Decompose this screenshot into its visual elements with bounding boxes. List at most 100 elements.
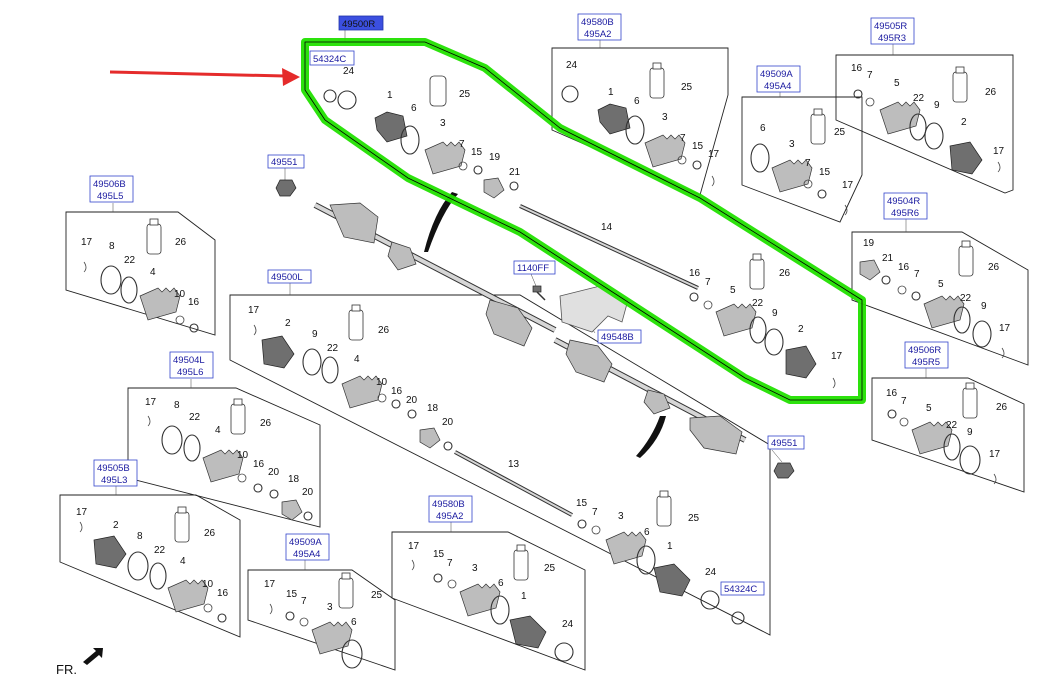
code-49551-top[interactable]: 49551 bbox=[271, 157, 297, 168]
code-49500l[interactable]: 49500L bbox=[271, 272, 303, 283]
code-495a4-bottom[interactable]: 495A4 bbox=[293, 549, 320, 560]
ref-number: 17 bbox=[842, 180, 854, 191]
code-box-49506b[interactable] bbox=[89, 175, 134, 203]
main-code-box[interactable] bbox=[338, 15, 384, 31]
ref-number: 25 bbox=[834, 127, 846, 138]
code-box-49506r[interactable] bbox=[904, 341, 949, 369]
code-box-49509a-bottom[interactable] bbox=[285, 533, 330, 561]
code-49548b[interactable]: 49548B bbox=[601, 332, 634, 343]
ref-number: 16 bbox=[898, 262, 910, 273]
kit-49506b-parts bbox=[83, 218, 199, 333]
code-box-49580b-top[interactable] bbox=[577, 13, 622, 41]
ref-number: 17 bbox=[708, 149, 720, 160]
code-495a2-bottom[interactable]: 495A2 bbox=[436, 511, 463, 522]
fr-arrow-icon bbox=[83, 648, 103, 665]
kit-49506r-parts bbox=[887, 382, 997, 485]
code-49504r[interactable]: 49504R bbox=[887, 196, 920, 207]
code-54324c[interactable]: 54324C bbox=[313, 54, 346, 65]
main-code-label[interactable]: 49500R bbox=[342, 19, 375, 30]
ref-number: 1 bbox=[667, 541, 673, 552]
code-labels: 49500R 54324C 49580B 495A2 49509A 495A4 … bbox=[89, 13, 949, 596]
panel-49509a-bottom bbox=[247, 569, 396, 671]
code-495l5[interactable]: 495L5 bbox=[97, 191, 123, 202]
red-arrow-icon bbox=[109, 68, 300, 86]
ref-number: 26 bbox=[204, 528, 216, 539]
ref-number: 19 bbox=[489, 152, 501, 163]
code-49580b-bottom[interactable]: 49580B bbox=[432, 499, 465, 510]
ref-number: 22 bbox=[752, 298, 764, 309]
code-box-49548b[interactable] bbox=[597, 329, 642, 344]
code-box-49504r[interactable] bbox=[883, 192, 928, 220]
ref-number: 4 bbox=[354, 354, 360, 365]
code-495l6[interactable]: 495L6 bbox=[177, 367, 203, 378]
code-box-49509a-top[interactable] bbox=[756, 65, 801, 93]
code-box-49504l[interactable] bbox=[169, 351, 214, 379]
code-49505r[interactable]: 49505R bbox=[874, 21, 907, 32]
ref-number: 9 bbox=[981, 301, 987, 312]
separator-mark-top bbox=[424, 192, 458, 252]
code-54324c-bottom[interactable]: 54324C bbox=[724, 584, 757, 595]
shaft-13 bbox=[454, 450, 573, 517]
code-box-49580b-bottom[interactable] bbox=[428, 495, 473, 523]
code-49580b-top[interactable]: 49580B bbox=[581, 17, 614, 28]
code-box-49500l[interactable] bbox=[267, 269, 312, 284]
ref-number: 7 bbox=[680, 133, 686, 144]
code-495l3[interactable]: 495L3 bbox=[101, 475, 127, 486]
code-49509a-top[interactable]: 49509A bbox=[760, 69, 793, 80]
ref-number: 26 bbox=[779, 268, 791, 279]
code-49505b[interactable]: 49505B bbox=[97, 463, 130, 474]
ref-number: 9 bbox=[934, 100, 940, 111]
kit-49500l-parts bbox=[253, 304, 745, 625]
ref-number: 10 bbox=[376, 377, 388, 388]
ref-number: 15 bbox=[576, 498, 588, 509]
code-495a4-top[interactable]: 495A4 bbox=[764, 81, 791, 92]
ref-number: 1 bbox=[521, 591, 527, 602]
code-49504l[interactable]: 49504L bbox=[173, 355, 205, 366]
ref-number: 1 bbox=[608, 87, 614, 98]
ref-number: 3 bbox=[662, 112, 668, 123]
code-49509a-bottom[interactable]: 49509A bbox=[289, 537, 322, 548]
ref-number: 10 bbox=[174, 289, 186, 300]
code-49506b[interactable]: 49506B bbox=[93, 179, 126, 190]
code-495r3[interactable]: 495R3 bbox=[878, 33, 906, 44]
code-box-49505r[interactable] bbox=[870, 17, 915, 45]
code-box-1140ff[interactable] bbox=[513, 260, 556, 275]
code-box-54324c[interactable] bbox=[309, 50, 355, 66]
kit-49504l-parts bbox=[147, 398, 313, 521]
ref-number: 26 bbox=[175, 237, 187, 248]
highlight-outline-inner bbox=[304, 41, 863, 401]
ref-number: 17 bbox=[408, 541, 420, 552]
panel-49506r bbox=[871, 377, 1025, 493]
kit-49580b-bottom-parts bbox=[411, 544, 574, 662]
code-49506r[interactable]: 49506R bbox=[908, 345, 941, 356]
ref-number: 26 bbox=[378, 325, 390, 336]
ref-number: 18 bbox=[427, 403, 439, 414]
panel-49580b-top bbox=[551, 47, 729, 196]
code-box-49551-bottom[interactable] bbox=[767, 435, 805, 450]
ref-number: 5 bbox=[730, 285, 736, 296]
code-box-49505b[interactable] bbox=[93, 459, 138, 487]
ref-number: 17 bbox=[999, 323, 1011, 334]
code-495a2-top[interactable]: 495A2 bbox=[584, 29, 611, 40]
code-box-49551-top[interactable] bbox=[267, 154, 305, 169]
ref-number: 24 bbox=[566, 60, 578, 71]
ref-number: 26 bbox=[260, 418, 272, 429]
ref-number: 17 bbox=[989, 449, 1001, 460]
ref-number: 3 bbox=[789, 139, 795, 150]
ref-number: 7 bbox=[867, 70, 873, 81]
ref-number: 22 bbox=[124, 255, 136, 266]
code-495r6[interactable]: 495R6 bbox=[891, 208, 919, 219]
ref-number: 6 bbox=[644, 527, 650, 538]
code-495r5[interactable]: 495R5 bbox=[912, 357, 940, 368]
ref-number: 7 bbox=[447, 558, 453, 569]
ref-number: 16 bbox=[217, 588, 229, 599]
ref-number: 3 bbox=[472, 563, 478, 574]
ref-number: 9 bbox=[312, 329, 318, 340]
ref-number: 17 bbox=[248, 305, 260, 316]
code-49551-bottom[interactable]: 49551 bbox=[771, 438, 797, 449]
code-1140ff[interactable]: 1140FF bbox=[517, 263, 549, 274]
ref-number: 22 bbox=[946, 420, 958, 431]
code-box-54324c-bottom[interactable] bbox=[720, 581, 765, 596]
ref-number: 1 bbox=[387, 90, 393, 101]
separator-mark-bottom bbox=[636, 416, 666, 458]
